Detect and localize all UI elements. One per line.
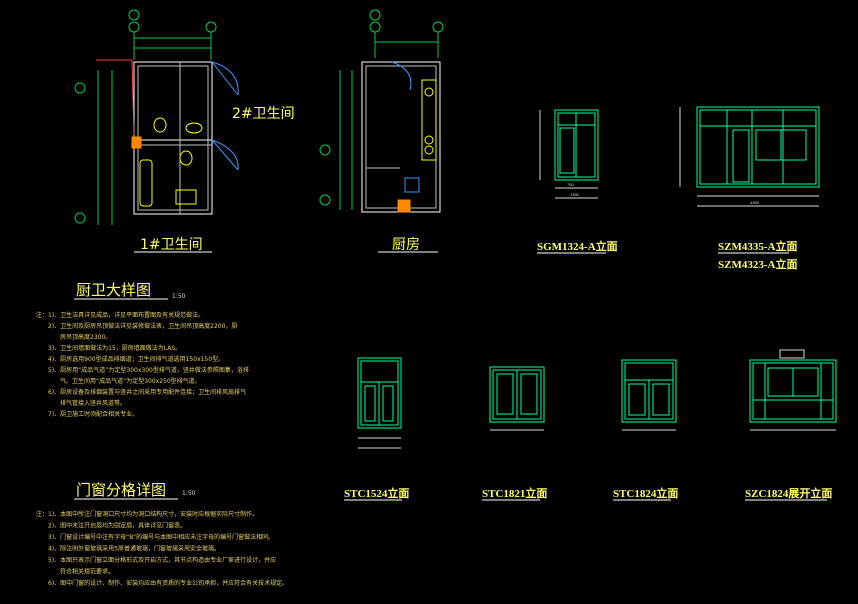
axis-bubble-kitchen-4 — [319, 144, 331, 156]
szc1824-title: SZC1824展开立面 — [745, 486, 832, 500]
kitchen-bath-notes: 注：1)、卫生洁具详见成品，详见平面布置图及有关规范做法。 2)、卫生间及厨房吊顶… — [36, 311, 249, 418]
window-detail-heading: 门窗分格详图 — [76, 481, 166, 499]
note-line: 7)、厨卫施工时须配合相关专业。 — [48, 410, 138, 418]
note-line: 排气管接入竖井风道等。 — [60, 399, 126, 407]
bath1-label: 1#卫生间 — [140, 237, 203, 253]
stc1524-title: STC1524立面 — [344, 486, 409, 500]
stc1821-title: STC1821立面 — [482, 486, 547, 500]
note-line: 气。卫生间用“成品气道”为定型300x250型排气道。 — [60, 377, 201, 385]
kitchen-plan: 厨房 — [319, 9, 444, 253]
sgm1324-title: SGM1324-A立面 — [537, 239, 618, 253]
axis-bubble-kitchen-1 — [369, 9, 381, 21]
sgm-dim-2: 1350 — [570, 192, 580, 197]
window-notes: 注：1)、本图中所注门窗洞口尺寸均为洞口结构尺寸，安装时应根据实际尺寸制作。 2)… — [36, 510, 288, 587]
axis-bubble-kitchen-5 — [319, 194, 331, 206]
note-line: 5)、厨房用“成品气道”为定型300x300型排气道，竖井做法参照图集，浴排 — [48, 366, 249, 374]
axis-bubble-kitchen-3 — [432, 21, 444, 33]
note-line: 3)、卫生间墙面做法为15，厨房墙面做法为LAS。 — [48, 344, 181, 352]
axis-bubble-left-lower — [74, 212, 86, 224]
bathroom-shaft-marker — [131, 136, 142, 149]
szm4335-title: SZM4335-A立面 — [718, 239, 797, 253]
note-line: 5)、本图只表示门窗立面分格形式及开启方式，其节点构造由专业厂家进行设计，并应 — [48, 556, 276, 564]
note-line: 2)、卫生间及厨房吊顶做法详见装修做法表，卫生间吊顶高度2200，厨 — [48, 322, 237, 330]
bath2-label: 2#卫生间 — [232, 106, 295, 122]
note-line: 符合相关规范要求。 — [60, 568, 114, 576]
kitchen-shaft-marker — [397, 199, 411, 213]
stc1824-title: STC1824立面 — [613, 486, 678, 500]
note-line: 6)、图中门窗的设计、制作、安装均应由有资质的专业公司承担，并应符合有关技术规定… — [48, 579, 288, 587]
note-line: 6)、厨房设备及排烟装置与竖井之间采用专用配件连接；卫生间排风扇排气 — [48, 388, 246, 396]
sgm-dim-1: 750 — [567, 182, 574, 187]
note-line: 注：1)、本图中所注门窗洞口尺寸均为洞口结构尺寸，安装时应根据实际尺寸制作。 — [36, 510, 258, 518]
axis-bubble-left-upper — [74, 82, 86, 94]
elevation-szm4335: 4350 SZM4335-A立面 SZM4323-A立面 — [679, 106, 820, 271]
note-line: 4)、厨房选用900型成品排烟道；卫生间排气道选用150x150型。 — [48, 355, 224, 363]
axis-bubble-top-left-2 — [128, 21, 140, 33]
elevation-sgm1324: 750 1350 SGM1324-A立面 — [537, 109, 618, 254]
note-line: 2)、图中未注开启扇均为固定扇，具体详见门窗表。 — [48, 522, 186, 530]
kitchen-bath-detail-heading: 厨卫大样图 — [76, 281, 151, 299]
note-line: 注：1)、卫生洁具详见成品，详见平面布置图及有关规范做法。 — [36, 311, 204, 319]
elevation-stc1821: STC1821立面 — [482, 366, 547, 501]
elevation-stc1824: STC1824立面 — [613, 359, 678, 501]
elevation-szc1824: SZC1824展开立面 — [745, 349, 837, 501]
elevation-stc1524: STC1524立面 — [344, 357, 409, 501]
bathroom-plan: 2#卫生间 1#卫生间 — [74, 9, 295, 253]
axis-bubble-kitchen-2 — [369, 21, 381, 33]
kitchen-bath-detail-scale: 1:50 — [172, 293, 186, 300]
kitchen-label: 厨房 — [392, 237, 420, 253]
szm-dim: 4350 — [750, 200, 760, 205]
axis-bubble-top-left — [128, 9, 140, 21]
window-detail-scale: 1:50 — [182, 490, 196, 497]
axis-bubble-top-right — [205, 21, 217, 33]
note-line: 4)、除注明外窗玻璃采用5厚普通玻璃，门窗玻璃采用安全玻璃。 — [48, 545, 220, 553]
note-line: 3)、门窗设计编号中注有字母“B”的编号与本图中相应未注字母的编号门窗做法相同。 — [48, 533, 274, 541]
szm4323-title: SZM4323-A立面 — [718, 257, 797, 271]
note-line: 房吊顶高度2300。 — [60, 333, 111, 341]
